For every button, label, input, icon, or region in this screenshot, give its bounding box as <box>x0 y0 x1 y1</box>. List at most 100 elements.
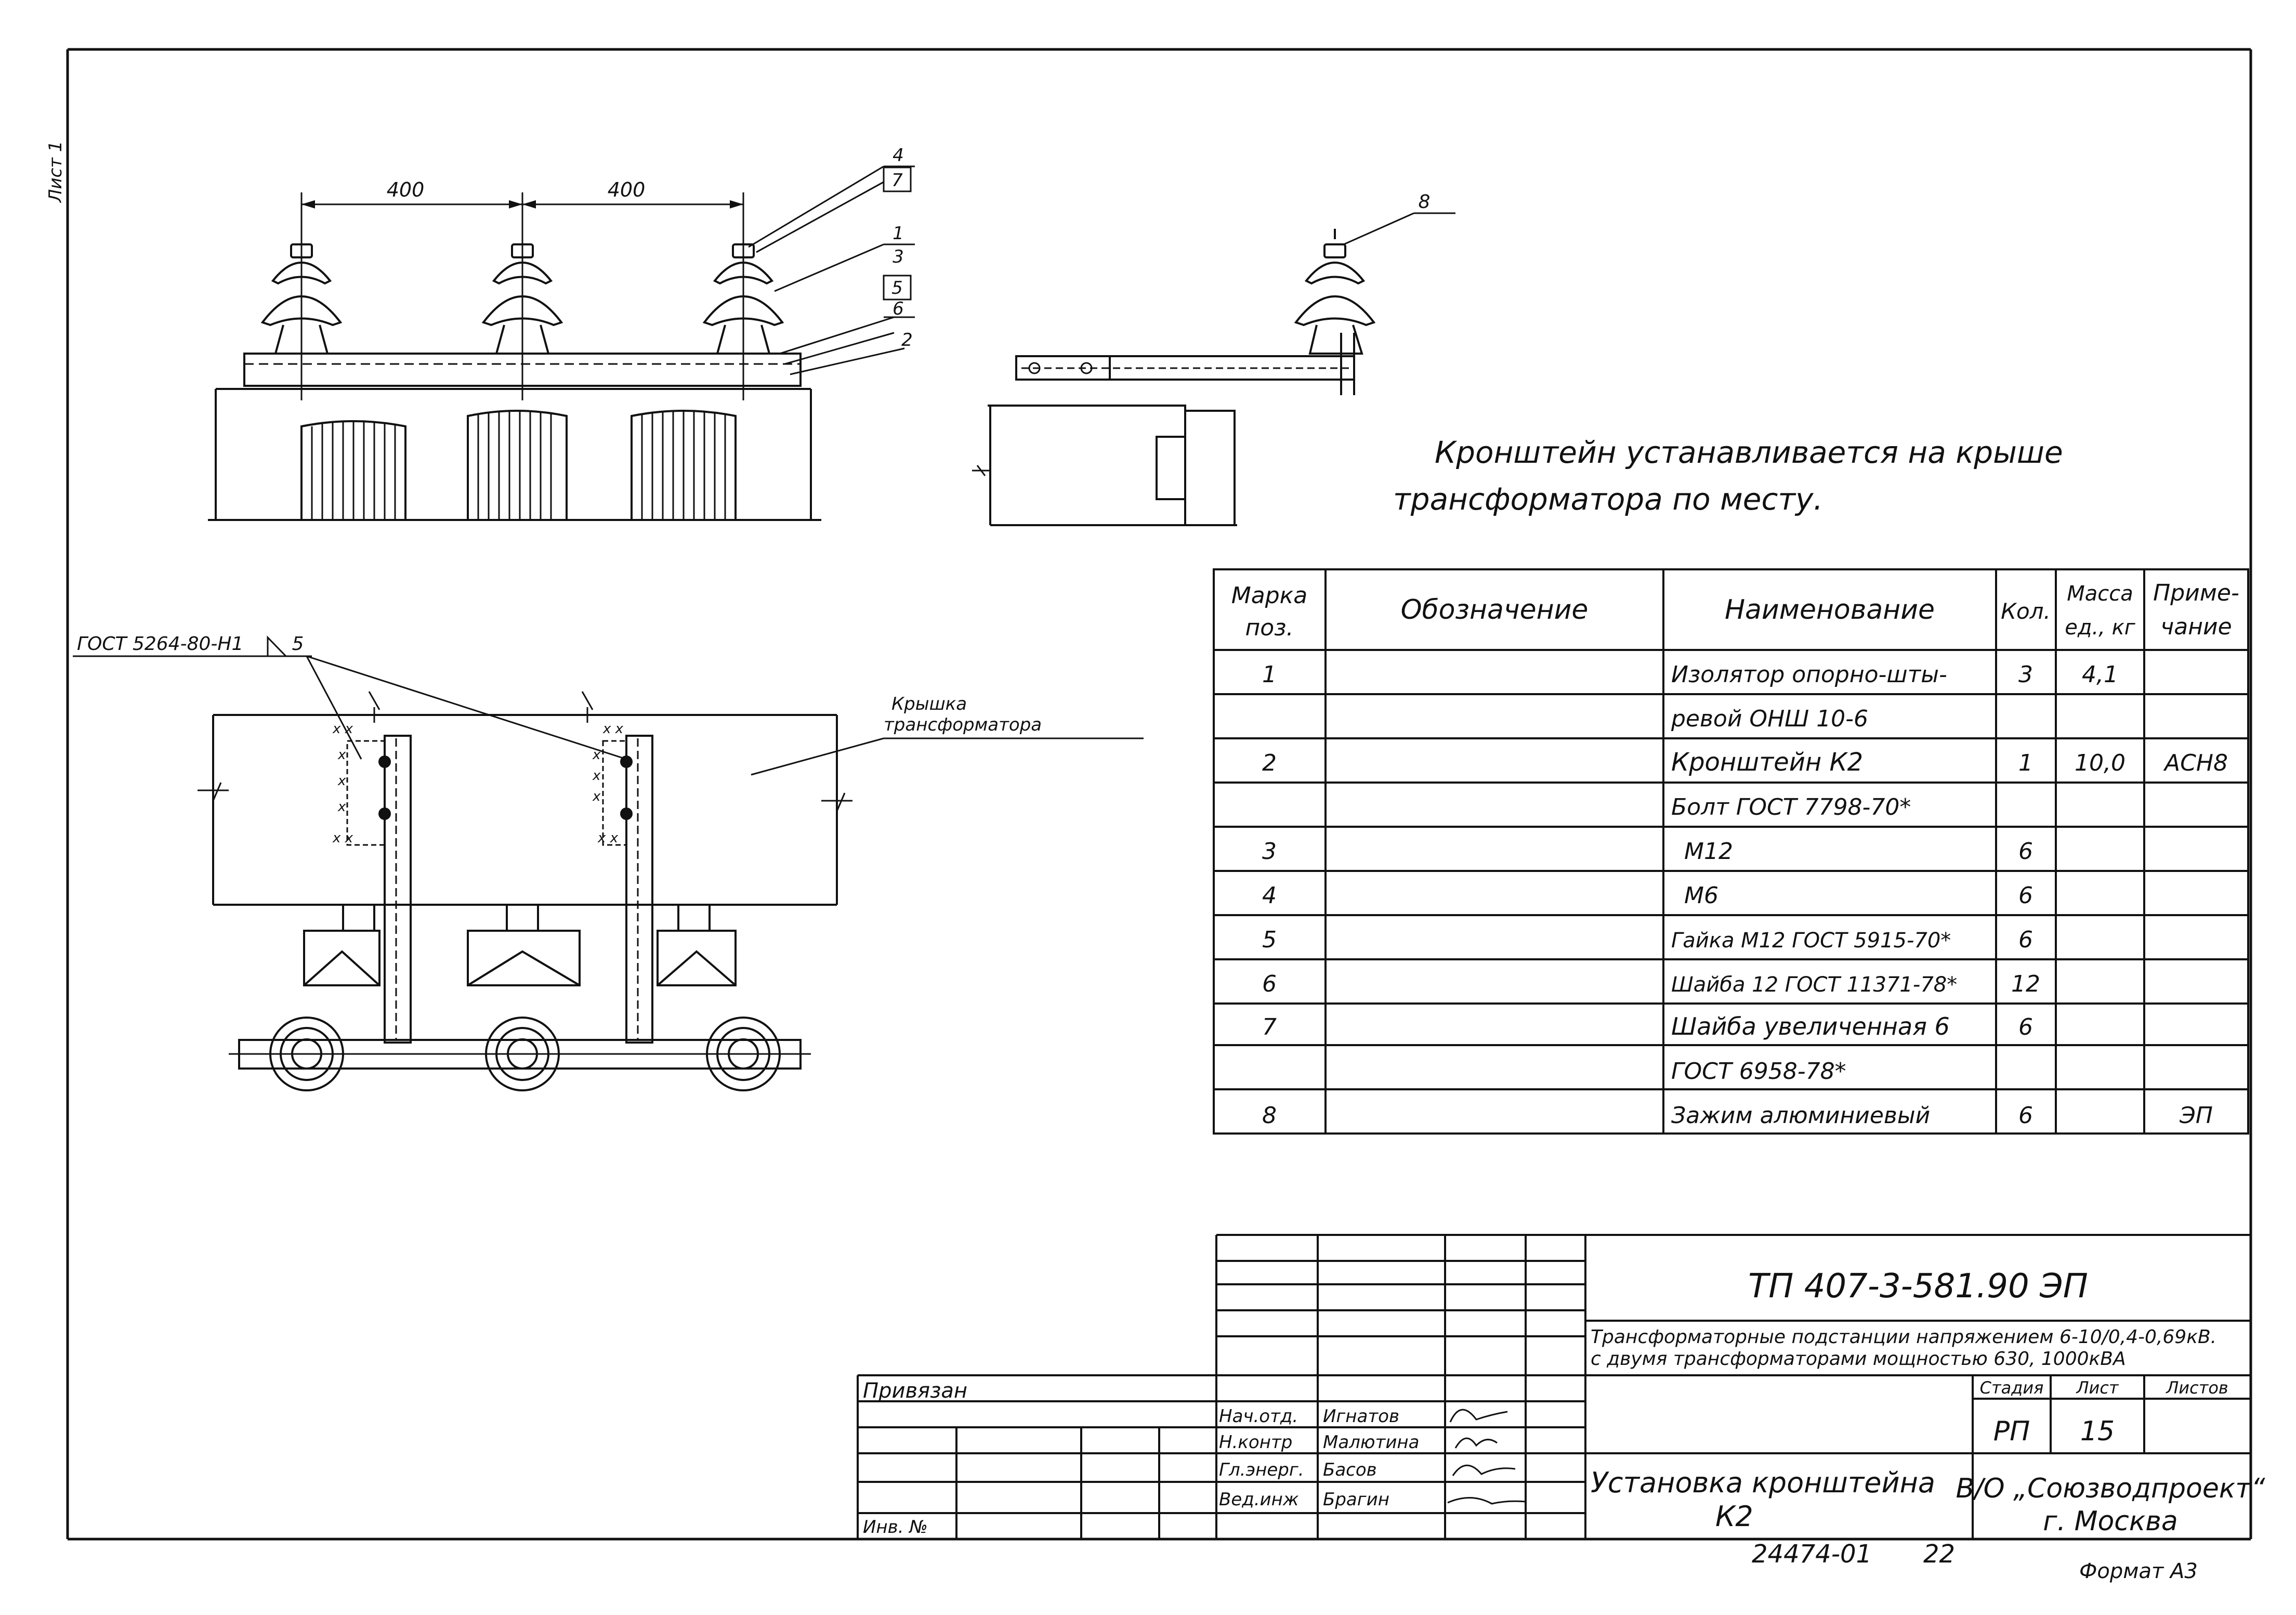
table-row: 6 Шайба 12 ГОСТ 11371-78* 12 <box>1262 971 2040 997</box>
side-view: 8 <box>972 191 1455 526</box>
weld-marks: x xxx xx x x xxx xx x <box>332 721 624 846</box>
table-row: Болт ГОСТ 7798-70* <box>1671 794 1911 820</box>
th-pos-1: Марка <box>1231 582 1307 609</box>
format-label: Формат А3 <box>2079 1559 2198 1583</box>
table-row: 8 Зажим алюминиевый 6 ЭП <box>1262 1102 2213 1129</box>
svg-text:Шайба увеличенная 6: Шайба увеличенная 6 <box>1671 1012 1950 1040</box>
table-row: 3 М12 6 <box>1262 838 2033 865</box>
svg-text:2: 2 <box>1262 750 1277 776</box>
archive-number: 24474-01 <box>1752 1540 1872 1569</box>
svg-text:x x: x x <box>332 830 353 846</box>
svg-text:ГОСТ 6958-78*: ГОСТ 6958-78* <box>1671 1058 1846 1085</box>
svg-text:ЭП: ЭП <box>2179 1102 2213 1129</box>
table-row: 1 Изолятор опорно-шты- 3 4,1 <box>1262 661 2118 688</box>
sheet-frame <box>66 48 2252 1541</box>
org-line-1: В/О „Союзводпроект“ <box>1956 1473 2265 1504</box>
leader-2: 2 <box>901 330 913 350</box>
note-line-1: Кронштейн устанавливается на крыше <box>1435 435 2063 470</box>
svg-text:Кронштейн К2: Кронштейн К2 <box>1671 748 1863 777</box>
svg-text:М12: М12 <box>1684 838 1733 865</box>
weld-size: 5 <box>292 633 304 655</box>
svg-text:Игнатов: Игнатов <box>1323 1406 1399 1427</box>
leader-8: 8 <box>1419 191 1431 213</box>
svg-text:Изолятор опорно-шты-: Изолятор опорно-шты- <box>1671 661 1947 688</box>
svg-text:x x: x x <box>597 830 619 846</box>
svg-text:x: x <box>337 747 346 763</box>
drawing-title-2: К2 <box>1715 1500 1753 1533</box>
svg-text:1: 1 <box>1262 661 1277 688</box>
archive-page: 22 <box>1923 1540 1955 1569</box>
svg-text:Малютина: Малютина <box>1323 1432 1420 1453</box>
svg-text:3: 3 <box>2018 661 2033 688</box>
svg-text:x x: x x <box>602 721 624 737</box>
svg-text:Гайка М12 ГОСТ 5915-70*: Гайка М12 ГОСТ 5915-70* <box>1671 929 1951 953</box>
svg-text:8: 8 <box>1262 1102 1277 1129</box>
front-view: 400 400 <box>208 145 915 521</box>
th-designation: Обозначение <box>1401 594 1589 626</box>
note-line-2: трансформатора по месту. <box>1393 481 1823 517</box>
stage-value: РП <box>1993 1416 2030 1447</box>
svg-text:x: x <box>337 773 346 789</box>
th-note-1: Приме- <box>2153 580 2239 606</box>
inv-label: Инв. № <box>863 1517 928 1538</box>
svg-text:6: 6 <box>2018 1102 2033 1129</box>
weld-spec-label: ГОСТ 5264-80-Н1 <box>77 633 243 655</box>
th-note-2: чание <box>2160 614 2232 640</box>
signature-row: Гл.энерг. Басов <box>1219 1460 1516 1480</box>
cover-label-2: трансформатора <box>884 714 1042 735</box>
spec-table: Марка поз. Обозначение Наименование Кол.… <box>1213 568 2249 1135</box>
table-row: 2 Кронштейн К2 1 10,0 АСН8 <box>1262 748 2228 777</box>
th-pos-2: поз. <box>1245 615 1293 641</box>
cover-label-1: Крышка <box>891 694 967 714</box>
attached-label: Привязан <box>863 1379 967 1403</box>
svg-text:6: 6 <box>2018 927 2033 953</box>
leader-5: 5 <box>891 278 903 298</box>
svg-text:Н.контр: Н.контр <box>1219 1432 1292 1453</box>
svg-text:4: 4 <box>1262 882 1277 909</box>
svg-text:Вед.инж: Вед.инж <box>1219 1489 1299 1510</box>
svg-text:6: 6 <box>2018 882 2033 909</box>
svg-text:6: 6 <box>2018 838 2033 865</box>
table-row: 5 Гайка М12 ГОСТ 5915-70* 6 <box>1262 927 2033 953</box>
svg-text:Гл.энерг.: Гл.энерг. <box>1219 1460 1304 1480</box>
svg-text:10,0: 10,0 <box>2075 750 2126 776</box>
svg-text:1: 1 <box>2018 750 2033 776</box>
rollers <box>269 1017 781 1091</box>
svg-text:x: x <box>337 799 346 815</box>
svg-text:4,1: 4,1 <box>2082 661 2118 688</box>
project-line-2: с двумя трансформаторами мощностью 630, … <box>1591 1348 2126 1370</box>
svg-text:x: x <box>592 747 601 763</box>
table-row: ГОСТ 6958-78* <box>1671 1058 1846 1085</box>
svg-text:x: x <box>592 789 601 804</box>
svg-text:Болт ГОСТ 7798-70*: Болт ГОСТ 7798-70* <box>1671 794 1911 820</box>
leader-4: 4 <box>893 145 904 166</box>
doc-code: ТП 407-3-581.90 ЭП <box>1748 1267 2088 1306</box>
leader-3: 3 <box>893 246 904 267</box>
table-row: 7 Шайба увеличенная 6 6 <box>1262 1012 2033 1040</box>
project-line-1: Трансформаторные подстанции напряжением … <box>1591 1326 2216 1348</box>
signature-row: Н.контр Малютина <box>1219 1432 1498 1453</box>
title-block: ТП 407-3-581.90 ЭП Трансформаторные подс… <box>857 1234 2266 1539</box>
signature-row: Нач.отд. Игнатов <box>1219 1406 1508 1427</box>
dim-400-right: 400 <box>608 178 646 201</box>
svg-text:5: 5 <box>1262 927 1277 953</box>
leader-7: 7 <box>891 170 903 191</box>
svg-text:6: 6 <box>1262 971 1277 997</box>
sheet-value: 15 <box>2080 1416 2115 1447</box>
svg-text:Зажим алюминиевый: Зажим алюминиевый <box>1671 1102 1930 1129</box>
leader-6: 6 <box>893 298 904 319</box>
leader-1: 1 <box>893 223 904 244</box>
svg-text:Брагин: Брагин <box>1323 1489 1389 1510</box>
th-name: Наименование <box>1725 594 1935 626</box>
sheet-label: Лист <box>2076 1378 2119 1398</box>
signature-row: Вед.инж Брагин <box>1219 1489 1526 1510</box>
radiator-fins <box>300 410 737 520</box>
svg-text:АСН8: АСН8 <box>2163 750 2228 776</box>
th-mass-2: ед., кг <box>2065 616 2136 640</box>
svg-text:Басов: Басов <box>1323 1460 1377 1480</box>
svg-text:x: x <box>592 768 601 784</box>
svg-text:6: 6 <box>2018 1014 2033 1040</box>
plan-view: ГОСТ 5264-80-Н1 5 Крышка трансформатора <box>73 633 1144 1091</box>
svg-text:12: 12 <box>2011 971 2040 997</box>
